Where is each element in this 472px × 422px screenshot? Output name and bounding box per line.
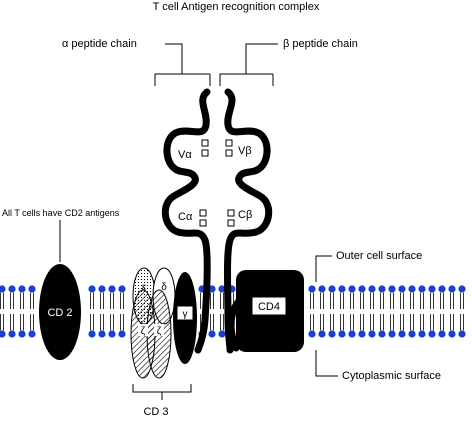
lipid-head <box>118 285 126 293</box>
lipid-head <box>448 285 456 293</box>
c-alpha-label: Cα <box>178 211 193 223</box>
lipid-head <box>368 285 376 293</box>
lipid-head <box>308 330 316 338</box>
lipid-head <box>308 285 316 293</box>
lipid-bilayer <box>0 285 466 338</box>
lipid-head <box>458 330 466 338</box>
lipid-head <box>428 285 436 293</box>
beta-chain-bracket <box>219 43 278 86</box>
lipid-head <box>218 330 226 338</box>
v-alpha-label: Vα <box>178 149 192 161</box>
disulfide-bond-constant <box>199 209 235 227</box>
lipid-head <box>208 330 216 338</box>
lipid-head <box>108 285 116 293</box>
cd4-box <box>251 296 287 316</box>
cd2-molecule <box>39 264 81 360</box>
lipid-head <box>348 330 356 338</box>
lipid-head <box>0 330 6 338</box>
lipid-head <box>318 285 326 293</box>
cd3-label: CD 3 <box>143 406 168 418</box>
beta-chain-label: β peptide chain <box>283 38 358 50</box>
outer-surface-label: Outer cell surface <box>336 250 422 262</box>
lipid-head <box>328 285 336 293</box>
diagram-title: T cell Antigen recognition complex <box>153 1 320 13</box>
lipid-head <box>378 330 386 338</box>
lipid-head <box>368 330 376 338</box>
alpha-chain <box>161 88 211 354</box>
delta-label: δ <box>161 282 167 293</box>
lipid-head <box>348 285 356 293</box>
lipid-head <box>338 285 346 293</box>
v-beta-label: Vβ <box>238 145 252 157</box>
lipid-head <box>388 330 396 338</box>
lipid-head <box>398 285 406 293</box>
cyto-surface-pointer <box>315 350 338 377</box>
lipid-head <box>438 285 446 293</box>
cd4-label: CD4 <box>258 301 280 313</box>
outer-surface-pointer <box>315 255 332 282</box>
cd3-bracket <box>132 384 192 393</box>
lipid-head <box>408 330 416 338</box>
cyto-surface-label: Cytoplasmic surface <box>342 370 441 382</box>
cd4-tail <box>227 296 244 352</box>
lipid-head <box>28 285 36 293</box>
lipid-head <box>398 330 406 338</box>
disulfide-bond-variable <box>201 139 233 157</box>
lipid-head <box>0 285 6 293</box>
gamma-label: γ <box>183 309 188 320</box>
zeta-label-2: ζ <box>157 326 162 337</box>
lipid-head <box>418 285 426 293</box>
lipid-head <box>318 330 326 338</box>
alpha-chain-bracket <box>154 43 183 86</box>
lipid-head <box>8 285 16 293</box>
lipid-head <box>338 330 346 338</box>
lipid-head <box>378 285 386 293</box>
lipid-head <box>388 285 396 293</box>
lipid-head <box>98 285 106 293</box>
lipid-head <box>28 330 36 338</box>
zeta-label-1: ζ <box>141 326 146 337</box>
lipid-head <box>358 330 366 338</box>
cd2-note: All T cells have CD2 antigens <box>2 208 120 218</box>
alpha-chain-label: α peptide chain <box>62 38 137 50</box>
lipid-head <box>438 330 446 338</box>
lipid-head <box>428 330 436 338</box>
lipid-head <box>448 330 456 338</box>
lipid-head <box>358 285 366 293</box>
lipid-head <box>218 285 226 293</box>
lipid-head <box>418 330 426 338</box>
lipid-head <box>8 330 16 338</box>
lipid-head <box>98 330 106 338</box>
lipid-head <box>88 330 96 338</box>
lipid-head <box>328 330 336 338</box>
beta-chain <box>224 88 273 354</box>
cd2-label: CD 2 <box>47 307 72 319</box>
lipid-head <box>88 285 96 293</box>
lipid-head <box>108 330 116 338</box>
lipid-head <box>18 330 26 338</box>
c-beta-label: Cβ <box>238 209 252 221</box>
gamma-box <box>176 305 194 321</box>
lipid-head <box>458 285 466 293</box>
lipid-head <box>118 330 126 338</box>
epsilon-label: ε <box>142 282 147 293</box>
lipid-head <box>18 285 26 293</box>
lipid-head <box>408 285 416 293</box>
